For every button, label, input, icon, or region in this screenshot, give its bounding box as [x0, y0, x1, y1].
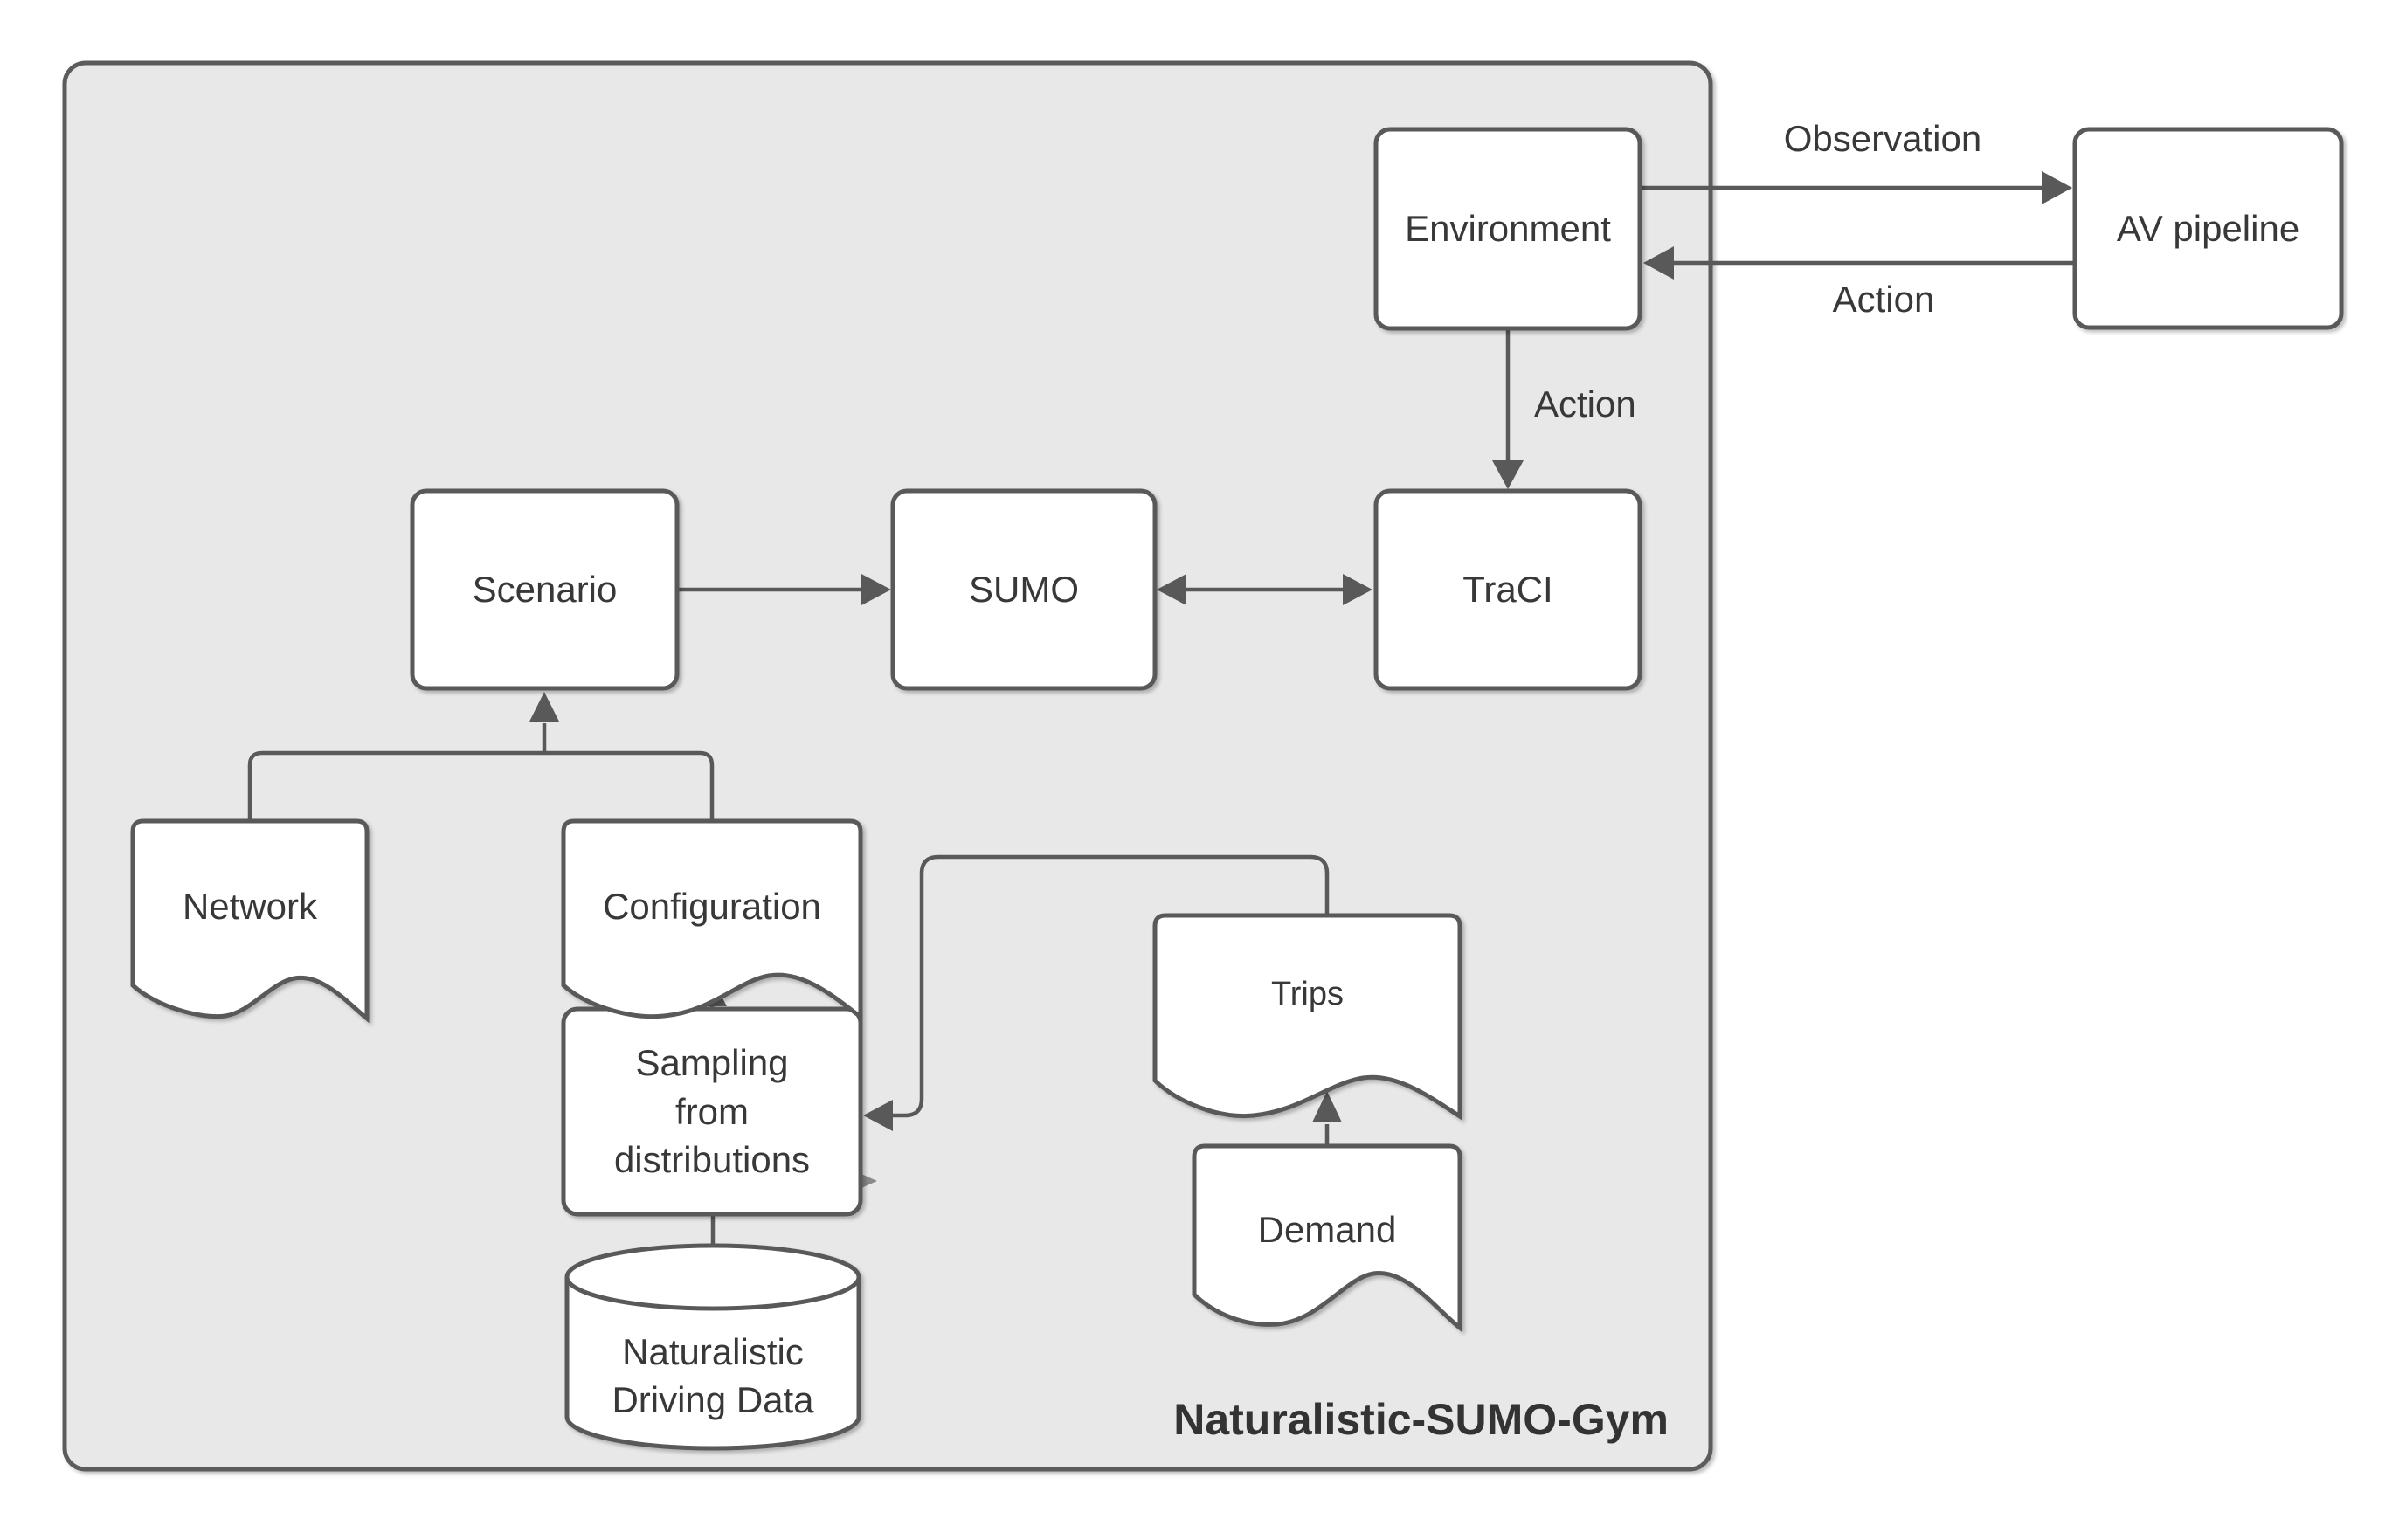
sumo-node [890, 488, 1158, 691]
tree-to-scenario-arrowhead [529, 692, 559, 722]
network-configuration-tree-line [247, 750, 715, 821]
sampling-node [561, 1006, 863, 1217]
trips-to-sampling-loop-line [879, 854, 1330, 1118]
traci-arrowhead [1343, 574, 1372, 605]
environment-node [1373, 127, 1642, 331]
naturalistic-sumo-gym-container [62, 60, 1713, 1472]
action-return-arrowhead [1643, 246, 1674, 280]
configuration-document [561, 818, 863, 1021]
observation-arrowhead [2042, 171, 2072, 204]
naturalistic-driving-data-cylinder-top [564, 1243, 861, 1311]
trips-document [1152, 913, 1462, 1121]
scenario-node [410, 488, 680, 691]
loop-to-sampling-arrowhead [863, 1100, 893, 1131]
action-down-arrowhead [1492, 460, 1524, 489]
scenario-to-sumo-arrowhead [861, 574, 891, 605]
traci-node [1373, 488, 1642, 691]
naturalistic-driving-data-cylinder-body [564, 1277, 861, 1451]
vestigial-small-arrowhead [861, 1174, 877, 1188]
demand-document [1192, 1143, 1462, 1333]
demand-to-trips-arrowhead [1312, 1091, 1342, 1122]
network-document [130, 818, 370, 1024]
sumo-arrowhead [1157, 574, 1186, 605]
av-pipeline-node [2072, 127, 2344, 330]
